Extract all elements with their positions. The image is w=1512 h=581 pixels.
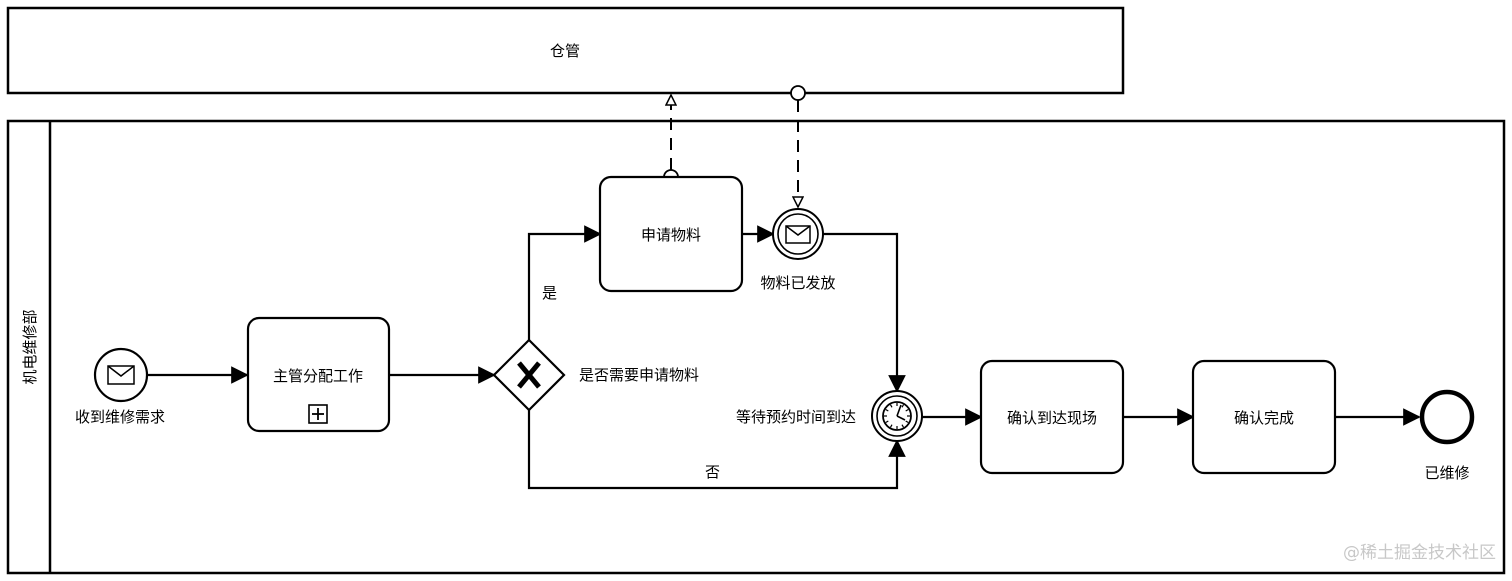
flow-issued-to-timer[interactable] xyxy=(823,232,906,393)
plus-icon[interactable] xyxy=(308,404,328,424)
material-issued-label: 物料已发放 xyxy=(760,274,835,292)
task-confirm-arrival[interactable]: 确认到达现场 xyxy=(979,359,1125,475)
pool-maintenance-label: 机电维修部 xyxy=(21,309,39,384)
flow-no[interactable] xyxy=(527,410,906,490)
flow-yes-label: 是 xyxy=(542,284,557,302)
pool-maintenance[interactable]: 机电维修部 xyxy=(6,119,1506,575)
task-assign[interactable]: 主管分配工作 xyxy=(246,316,391,433)
task-confirm-done[interactable]: 确认完成 xyxy=(1191,359,1337,475)
task-confirm-arrival-label: 确认到达现场 xyxy=(1007,409,1097,427)
timer-event[interactable]: 等待预约时间到达 xyxy=(736,390,923,442)
task-confirm-done-label: 确认完成 xyxy=(1234,409,1294,427)
start-event-label: 收到维修需求 xyxy=(75,408,165,426)
end-event[interactable]: 已维修 xyxy=(1419,389,1475,482)
flow-no-label: 否 xyxy=(705,463,720,481)
exclusive-gateway[interactable]: 是否需要申请物料 xyxy=(492,338,699,412)
material-issued-event[interactable]: 物料已发放 xyxy=(760,208,836,292)
gateway-label: 是否需要申请物料 xyxy=(579,366,699,384)
pool-warehouse[interactable]: 仓管 xyxy=(6,6,1125,95)
envelope-icon xyxy=(785,225,811,244)
task-request-material-label: 申请物料 xyxy=(641,226,701,244)
end-event-label: 已维修 xyxy=(1424,464,1469,482)
flow-yes[interactable] xyxy=(527,225,602,340)
x-icon xyxy=(517,361,541,389)
sequence-flows xyxy=(148,225,1421,490)
clock-icon xyxy=(882,401,912,431)
watermark: @稀土掘金技术社区 xyxy=(1343,543,1496,563)
message-flow-issue[interactable] xyxy=(790,85,806,207)
envelope-icon xyxy=(107,365,135,385)
timer-event-label: 等待预约时间到达 xyxy=(736,408,856,426)
start-event[interactable]: 收到维修需求 xyxy=(75,347,165,426)
task-assign-label: 主管分配工作 xyxy=(273,367,363,385)
task-request-material[interactable]: 申请物料 xyxy=(598,175,744,293)
pool-warehouse-label: 仓管 xyxy=(550,42,580,60)
